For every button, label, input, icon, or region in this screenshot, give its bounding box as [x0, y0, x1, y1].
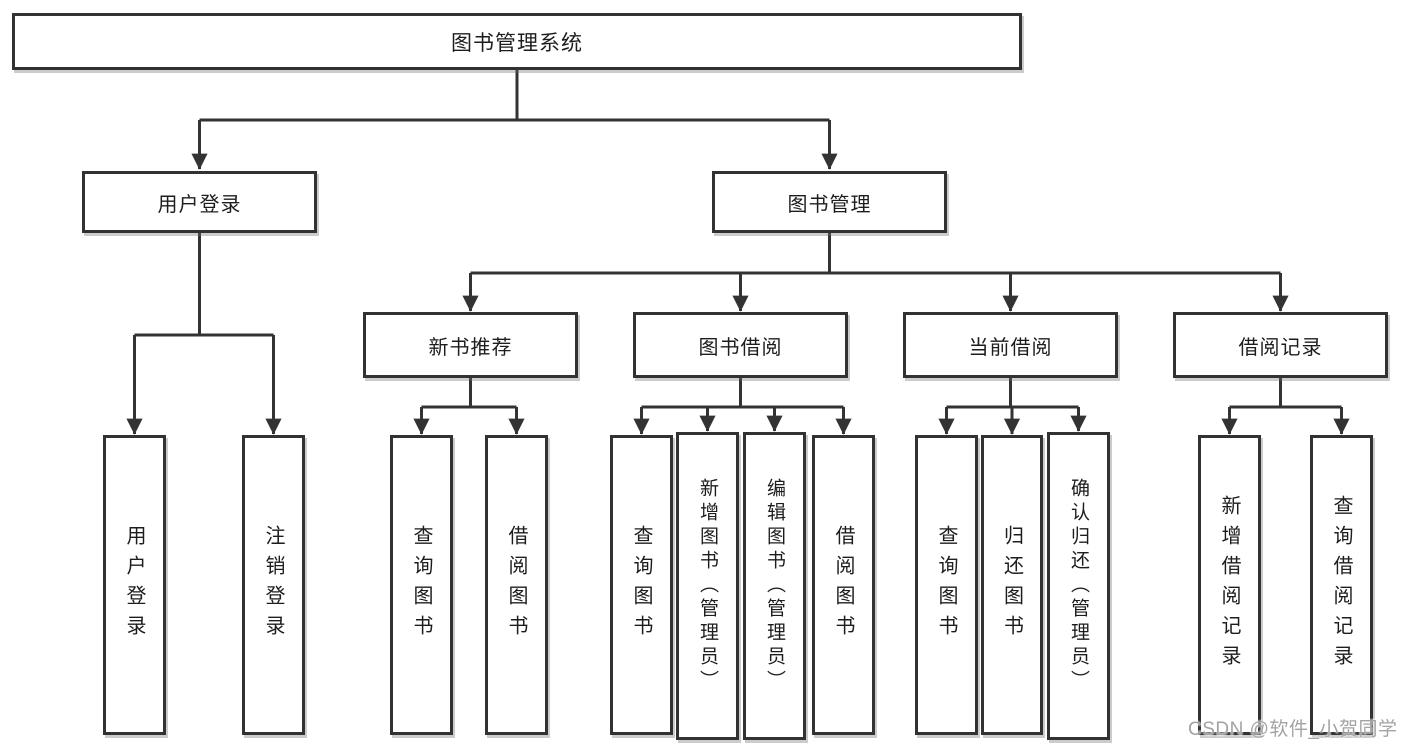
- leaf-query-books-borrowing: 查询图书: [610, 435, 673, 735]
- node-label: 新书推荐: [428, 336, 513, 359]
- leaf-query-borrow-record: 查询借阅记录: [1310, 435, 1373, 735]
- node-borrowing-records: 借阅记录: [1173, 312, 1388, 378]
- leaf-edit-books-admin: 编辑图书（管理员）: [743, 432, 806, 740]
- node-label: 确认归还（管理员）: [1068, 478, 1089, 694]
- node-new-book-recommendation: 新书推荐: [363, 312, 578, 378]
- node-label: 新增图书（管理员）: [697, 478, 718, 694]
- watermark-csdn: CSDN @软件_小贺同学: [1188, 719, 1398, 740]
- leaf-borrow-books-recommend: 借阅图书: [485, 435, 548, 735]
- node-current-borrowing: 当前借阅: [903, 312, 1118, 378]
- node-label: 查询借阅记录: [1330, 495, 1352, 675]
- node-label: 用户登录: [157, 193, 242, 216]
- node-label: 查询图书: [630, 525, 652, 645]
- leaf-user-login: 用户登录: [103, 435, 166, 735]
- node-user-login: 用户登录: [82, 171, 317, 233]
- node-label: 当前借阅: [968, 336, 1053, 359]
- node-book-borrowing: 图书借阅: [633, 312, 848, 378]
- node-library-management-system: 图书管理系统: [12, 13, 1022, 70]
- node-book-management: 图书管理: [712, 171, 947, 233]
- leaf-query-books-current: 查询图书: [915, 435, 978, 735]
- node-label: 注销登录: [262, 525, 284, 645]
- node-label: 查询图书: [410, 525, 432, 645]
- leaf-return-books: 归还图书: [981, 435, 1043, 735]
- node-label: 查询图书: [935, 525, 957, 645]
- node-label: 编辑图书（管理员）: [764, 478, 785, 694]
- node-label: 图书管理: [787, 193, 872, 216]
- leaf-borrow-books: 借阅图书: [812, 435, 875, 735]
- node-label: 用户登录: [123, 525, 145, 645]
- node-label: 借阅图书: [505, 525, 527, 645]
- leaf-confirm-return-admin: 确认归还（管理员）: [1047, 432, 1110, 740]
- leaf-add-borrow-record: 新增借阅记录: [1198, 435, 1261, 735]
- leaf-add-books-admin: 新增图书（管理员）: [676, 432, 739, 740]
- node-label: 新增借阅记录: [1218, 495, 1240, 675]
- node-label: 借阅记录: [1238, 336, 1323, 359]
- node-label: 借阅图书: [832, 525, 854, 645]
- node-label: 归还图书: [1000, 525, 1023, 645]
- leaf-query-books-recommend: 查询图书: [390, 435, 453, 735]
- leaf-logout-login: 注销登录: [242, 435, 305, 735]
- node-label: 图书管理系统: [451, 31, 583, 55]
- node-label: 图书借阅: [698, 336, 783, 359]
